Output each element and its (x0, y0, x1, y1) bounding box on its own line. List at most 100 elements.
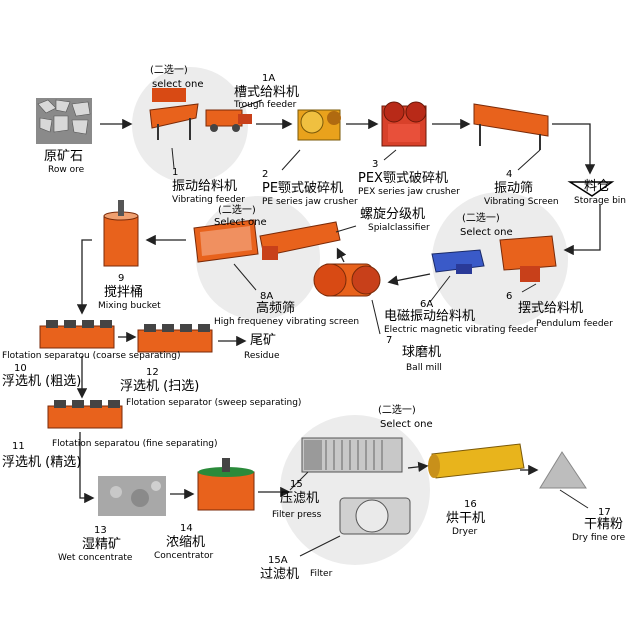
step-13-number: 13 (94, 525, 107, 536)
step-17-number: 17 (598, 507, 611, 518)
flotation-coarse-image (39, 320, 115, 349)
pex-jaw-crusher-image (381, 101, 427, 147)
step-6a-en: Electric magnetic vibrating feeder (384, 325, 538, 335)
step-6-en: Pendulum feeder (536, 319, 613, 329)
select-group-2-en: Select one (214, 217, 267, 228)
step-11-cn: 浮选机 (精选) (2, 455, 82, 470)
step-4-cn: 振动筛 (494, 181, 534, 196)
step-12-cn: 浮选机 (扫选) (120, 379, 200, 394)
residue-cn: 尾矿 (250, 333, 277, 348)
step-7-en: Ball mill (406, 363, 442, 373)
arrow-bin-to-feeder (563, 205, 601, 256)
flow-arrows (76, 118, 601, 504)
step-17-en: Dry fine ore (572, 533, 626, 543)
step-15-number: 15 (290, 479, 303, 490)
vibrating-feeder-image (149, 88, 199, 140)
step-10-number: 10 (14, 363, 27, 374)
step-3-en: PEX series jaw crusher (358, 187, 460, 197)
step-11-en: Flotation separatou (fine separating) (52, 439, 218, 449)
step-17-cn: 干精粉 (584, 517, 624, 532)
trough-feeder-image (205, 109, 252, 132)
filter-drum-image (339, 497, 411, 535)
step-2-cn: PE颚式破碎机 (262, 181, 344, 196)
step-12-number: 12 (146, 367, 159, 378)
step-15a-cn: 过滤机 (260, 567, 300, 582)
storage-bin-en: Storage bin (574, 196, 626, 206)
step-1-cn: 振动给料机 (172, 179, 238, 194)
storage-bin-image (567, 181, 615, 197)
step-1a-cn: 槽式给料机 (234, 85, 300, 100)
select-group-4-cn: (二选一) (378, 405, 416, 416)
select-group-3-en: Select one (460, 227, 513, 238)
residue-en: Residue (244, 351, 280, 361)
select-circle-3 (432, 192, 568, 328)
dry-fine-ore-image (539, 451, 587, 489)
step-13-en: Wet concentrate (58, 553, 133, 563)
step-4-en: Vibrating Screen (484, 197, 559, 207)
step-5-en: Spialclassifier (368, 223, 430, 233)
flotation-sweep-image (137, 324, 213, 353)
select-group-2-cn: (二选一) (218, 205, 256, 216)
arrow-press-to-dryer (407, 461, 429, 473)
step-16-cn: 烘干机 (446, 511, 486, 526)
step-2-number: 2 (262, 169, 269, 180)
pendulum-feeder-image (499, 235, 557, 282)
step-14-cn: 浓缩机 (166, 535, 206, 550)
step-9-en: Mixing bucket (98, 301, 161, 311)
step-6a-cn: 电磁振动给料机 (384, 309, 476, 324)
step-8a-en: High frequeney vibrating screen (214, 317, 360, 327)
wet-concentrate-image (98, 476, 166, 516)
step-15-cn: 压滤机 (280, 491, 320, 506)
step-3-number: 3 (372, 159, 379, 170)
filter-press-image (301, 437, 403, 473)
step-12-en: Flotation separator (sweep separating) (126, 398, 302, 408)
step-7-number: 7 (386, 335, 393, 346)
pe-jaw-crusher-image (297, 109, 341, 141)
step-6-cn: 摆式给料机 (518, 301, 584, 316)
step-1-number: 1 (172, 167, 179, 178)
electromagnetic-feeder-image (431, 249, 485, 274)
step-13-cn: 湿精矿 (82, 537, 122, 552)
step-2-en: PE series jaw crusher (262, 197, 358, 207)
step-9-cn: 搅拌桶 (104, 285, 144, 300)
select-group-1-en: select one (152, 79, 204, 90)
callout-lines (171, 99, 589, 557)
ball-mill-image (313, 263, 381, 297)
vibrating-screen-image (473, 103, 549, 150)
step-8a-cn: 高频筛 (256, 301, 296, 316)
step-7-cn: 球磨机 (402, 345, 442, 360)
step-1a-number: 1A (262, 73, 276, 84)
arrow-screen-to-bin (552, 123, 596, 175)
step-14-en: Concentrator (154, 551, 214, 561)
high-frequency-screen-image (193, 219, 259, 263)
arrow-fine-to-wet (79, 432, 95, 504)
step-1a-en: Trough feeder (234, 100, 297, 110)
row-ore-cn: 原矿石 (44, 149, 84, 164)
step-3-cn: PEX颚式破碎机 (358, 171, 448, 186)
step-4-number: 4 (506, 169, 513, 180)
select-group-4-en: Select one (380, 419, 433, 430)
arrow-feeder-to-mill (387, 273, 431, 286)
spiral-classifier-image (259, 221, 341, 260)
step-9-number: 9 (118, 273, 125, 284)
step-10-en: Flotation separatou (coarse separating) (2, 351, 181, 361)
step-15a-number: 15A (268, 555, 288, 566)
step-11-number: 11 (12, 441, 25, 452)
step-15-en: Filter press (272, 510, 322, 520)
arrow-bucket-to-flotation (76, 239, 92, 315)
concentrator-image (197, 458, 255, 511)
step-8a-number: 8A (260, 291, 274, 302)
dryer-image (428, 443, 525, 479)
storage-bin-cn: 料仓 (584, 179, 611, 194)
step-5-cn: 螺旋分级机 (360, 207, 426, 222)
flotation-fine-image (47, 400, 123, 429)
step-6-number: 6 (506, 291, 513, 302)
select-group-1-cn: (二选一) (150, 65, 188, 76)
step-16-en: Dryer (452, 527, 478, 537)
step-14-number: 14 (180, 523, 193, 534)
mixing-bucket-image (103, 200, 139, 267)
step-6a-number: 6A (420, 299, 434, 310)
select-group-3-cn: (二选一) (462, 213, 500, 224)
step-16-number: 16 (464, 499, 477, 510)
